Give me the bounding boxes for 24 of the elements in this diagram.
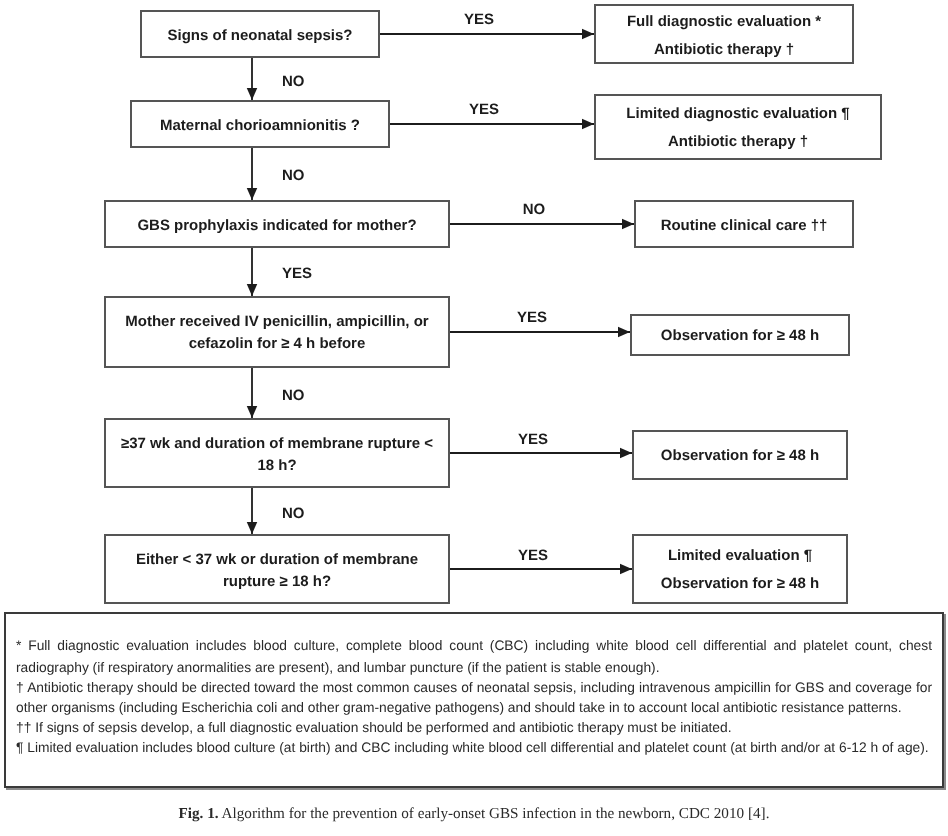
decision-box (140, 10, 380, 58)
arrow (246, 247, 258, 297)
arrow (246, 367, 258, 419)
decision-box (104, 296, 450, 368)
action-box (630, 314, 850, 356)
arrow (449, 218, 635, 230)
arrow (246, 487, 258, 535)
decision-box (104, 418, 450, 488)
action-box (632, 430, 848, 480)
arrow (449, 447, 633, 459)
decision-box (104, 534, 450, 604)
arrow (246, 57, 258, 101)
arrow (449, 563, 633, 575)
arrow (389, 118, 595, 130)
decision-box (130, 100, 390, 148)
arrow (449, 326, 631, 338)
arrow (379, 28, 595, 40)
footnote-box (4, 612, 944, 788)
decision-box (104, 200, 450, 248)
action-box (594, 4, 854, 64)
arrow (246, 147, 258, 201)
action-box (634, 200, 854, 248)
action-box (632, 534, 848, 604)
action-box (594, 94, 882, 160)
